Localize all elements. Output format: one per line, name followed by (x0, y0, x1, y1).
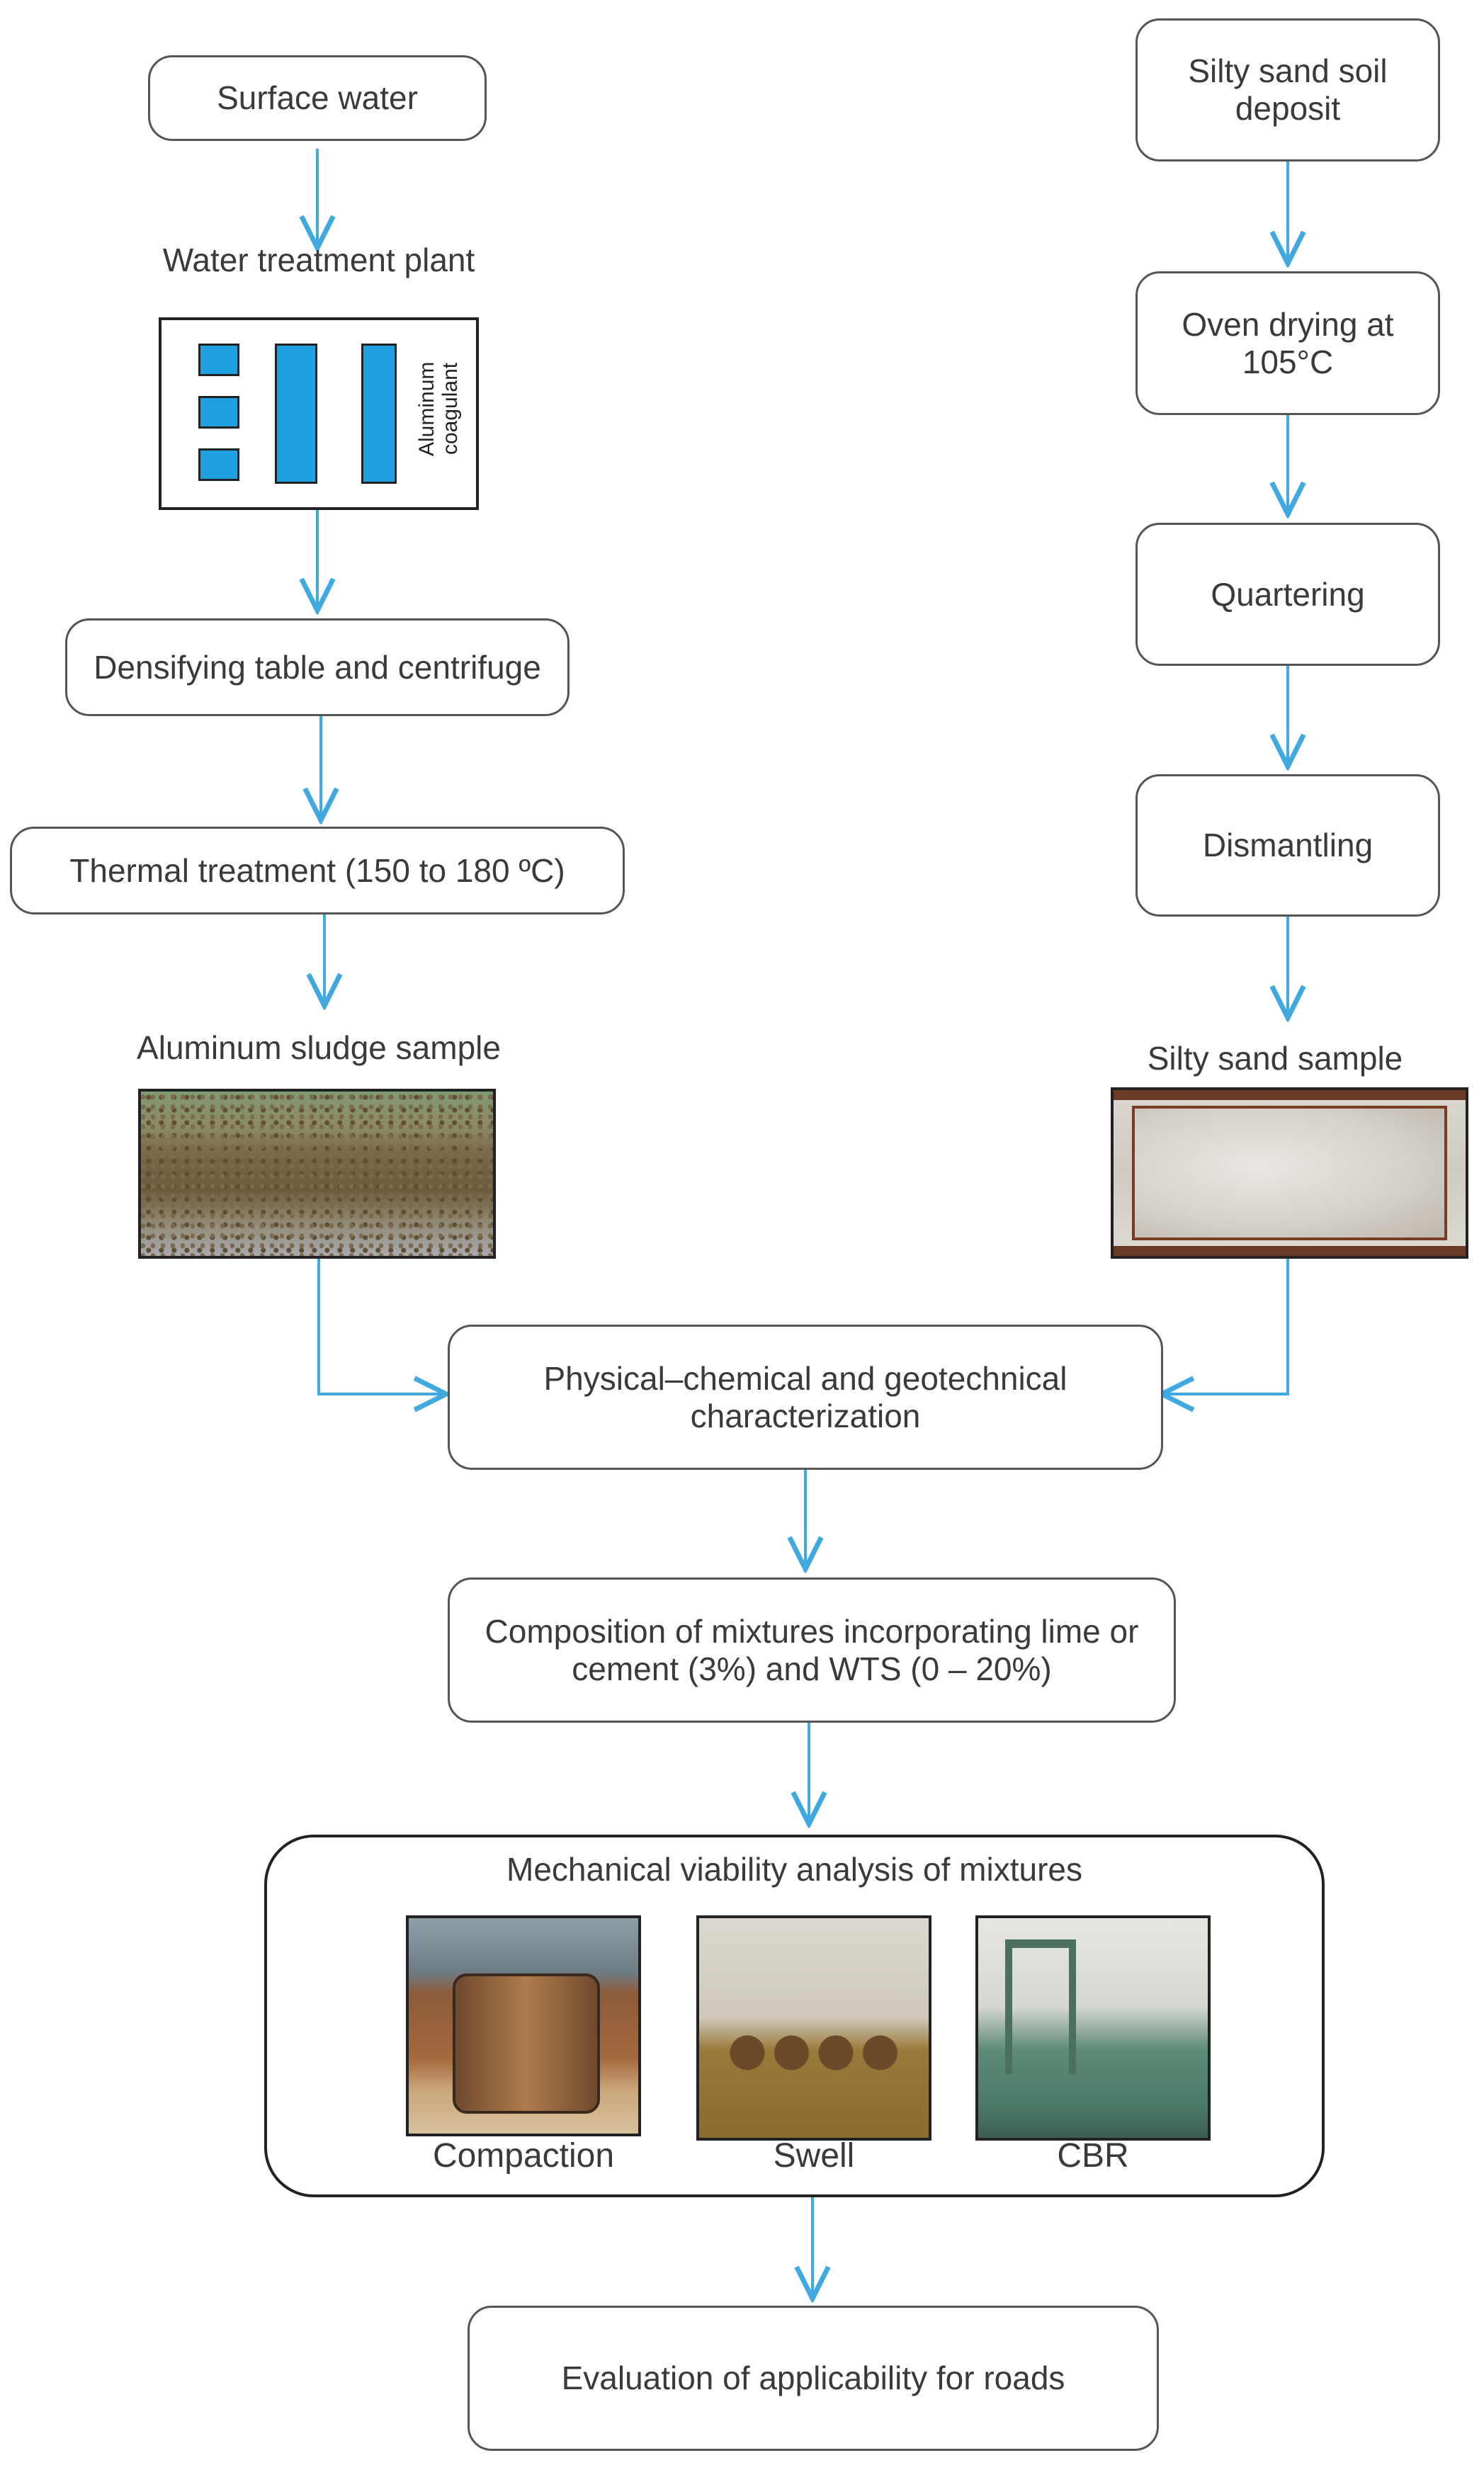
sludge-sample-label: Aluminum sludge sample (137, 1029, 501, 1066)
oven-drying-label: Oven drying at 105°C (1182, 305, 1394, 380)
densifying-box: Densifying table and centrifuge (65, 618, 570, 716)
surface-water-box: Surface water (148, 55, 487, 141)
sludge-sample-photo (138, 1089, 496, 1259)
compaction-mold (453, 1973, 600, 2114)
densifying-label: Densifying table and centrifuge (94, 648, 541, 686)
quartering-label: Quartering (1211, 575, 1365, 613)
arrow-sand-to-characterization (1162, 1257, 1289, 1394)
sand-tray-fill (1132, 1106, 1447, 1240)
soil-deposit-label: Silty sand soil deposit (1188, 52, 1388, 127)
tank-small-1 (198, 344, 239, 376)
water-treatment-plant-icon: Aluminum coagulant (159, 317, 479, 510)
mechanical-analysis-box: Mechanical viability analysis of mixture… (264, 1835, 1325, 2197)
evaluation-label: Evaluation of applicability for roads (561, 2359, 1065, 2397)
soil-deposit-box: Silty sand soil deposit (1135, 18, 1440, 162)
water-treatment-plant-label: Water treatment plant (162, 242, 475, 278)
characterization-box: Physical–chemical and geotechnical chara… (448, 1325, 1163, 1470)
tank-large-1 (275, 344, 317, 484)
tank-small-2 (198, 396, 239, 429)
thermal-treatment-label: Thermal treatment (150 to 180 ºC) (69, 851, 565, 889)
evaluation-box: Evaluation of applicability for roads (468, 2306, 1159, 2451)
thermal-treatment-box: Thermal treatment (150 to 180 ºC) (10, 827, 625, 914)
composition-box: Composition of mixtures incorporating li… (448, 1577, 1176, 1723)
dismantling-label: Dismantling (1202, 827, 1373, 864)
surface-water-label: Surface water (217, 79, 418, 117)
characterization-label: Physical–chemical and geotechnical chara… (543, 1359, 1067, 1434)
cbr-label: CBR (1057, 2137, 1129, 2175)
sand-sample-label: Silty sand sample (1147, 1040, 1403, 1077)
mechanical-analysis-title: Mechanical viability analysis of mixture… (506, 1851, 1082, 1888)
compaction-photo (406, 1915, 641, 2136)
oven-drying-box: Oven drying at 105°C (1135, 271, 1440, 415)
compaction-label: Compaction (432, 2137, 615, 2175)
cbr-photo (975, 1915, 1211, 2141)
dismantling-box: Dismantling (1135, 774, 1440, 917)
tank-small-3 (198, 448, 239, 481)
swell-photo (696, 1915, 931, 2141)
tank-large-2 (361, 344, 397, 484)
quartering-box: Quartering (1135, 523, 1440, 666)
swell-samples (726, 2032, 903, 2074)
cbr-frame (1005, 1939, 1076, 2074)
swell-label: Swell (773, 2137, 855, 2175)
aluminum-coagulant-label: Aluminum coagulant (415, 361, 462, 456)
arrow-sludge-to-characterization (317, 1257, 446, 1394)
sand-sample-photo (1111, 1087, 1468, 1259)
composition-label: Composition of mixtures incorporating li… (485, 1612, 1139, 1687)
